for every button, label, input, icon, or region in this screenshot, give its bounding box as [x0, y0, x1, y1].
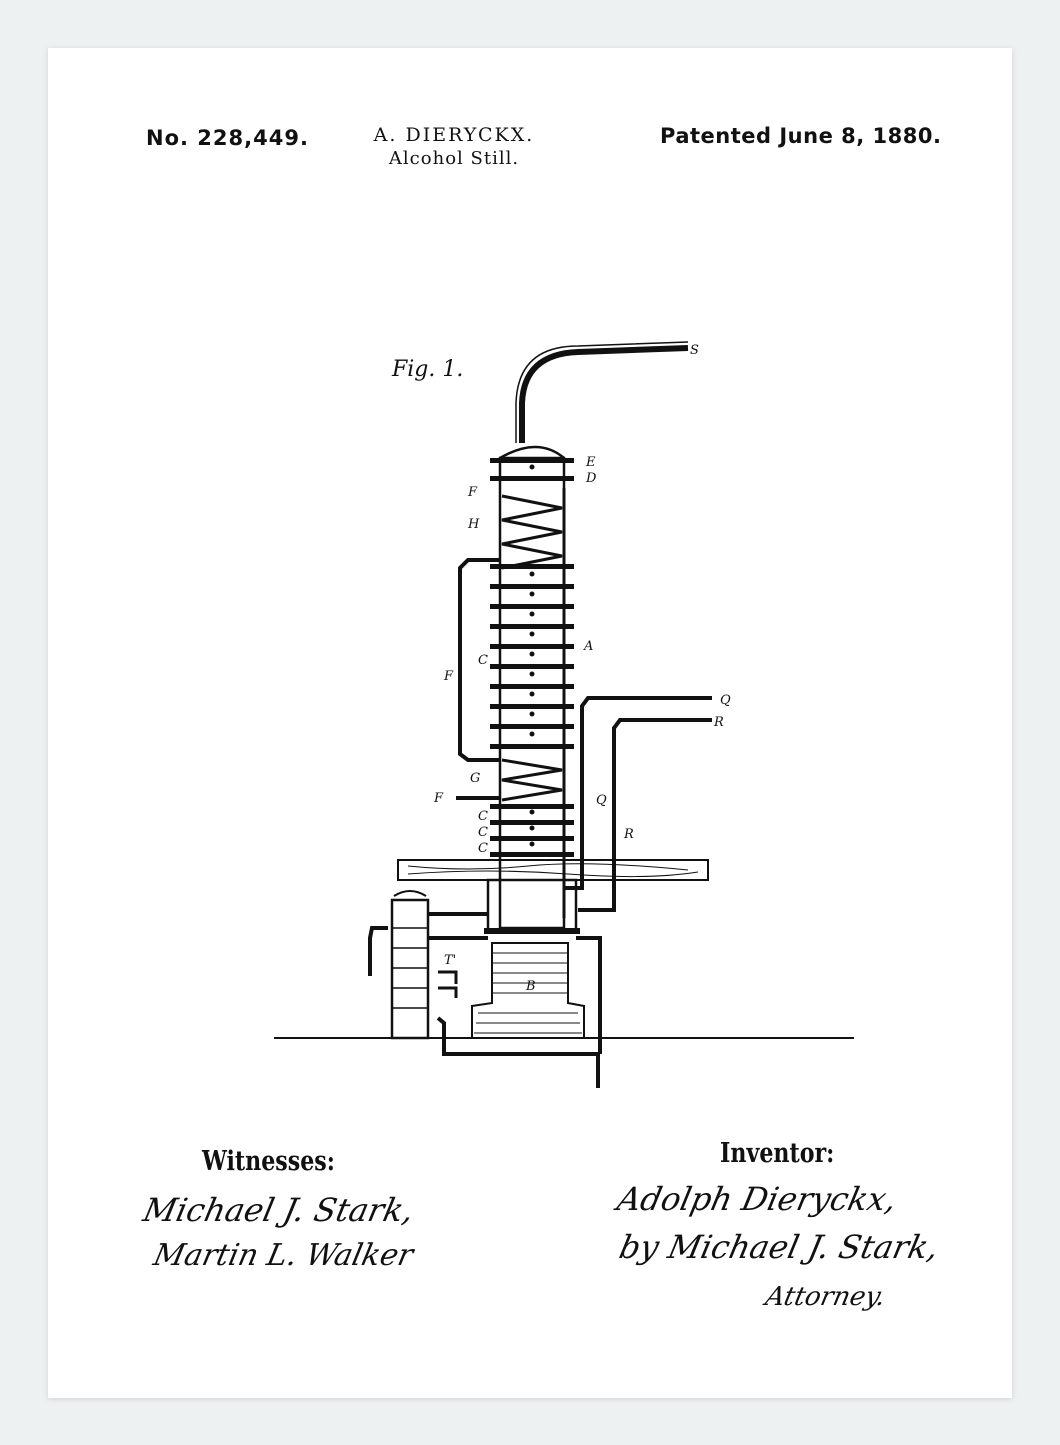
label-c3: C: [478, 825, 488, 840]
patent-date: Patented June 8, 1880.: [660, 124, 942, 148]
label-q-side: Q: [596, 793, 607, 808]
label-b: B: [525, 979, 536, 994]
header-center: A. DIERYCKX. Alcohol Still.: [344, 124, 564, 169]
still-drawing: Fig. 1. S E D F H A C F G F C C C Q R Q …: [274, 341, 854, 1088]
label-r-top: R: [713, 715, 724, 730]
side-tank: [390, 898, 430, 1040]
floor-plank: [397, 859, 709, 881]
column-bolts: [529, 464, 535, 847]
attorney-title: Attorney.: [762, 1282, 889, 1312]
attorney-signature: by Michael J. Stark,: [615, 1228, 943, 1266]
drain-pipe: [436, 1016, 600, 1088]
label-c2: C: [478, 809, 488, 824]
label-f-tap: F: [433, 791, 444, 806]
patent-number: No. 228,449.: [146, 126, 309, 150]
label-e: E: [585, 455, 596, 470]
label-f-pipe: F: [443, 669, 454, 684]
label-c1: C: [478, 653, 488, 668]
label-f-upper: F: [467, 485, 478, 500]
column-flanges: [484, 458, 580, 934]
patent-sheet: No. 228,449. A. DIERYCKX. Alcohol Still.…: [48, 48, 1012, 1398]
label-h: H: [467, 517, 480, 532]
label-a: A: [583, 639, 593, 654]
lower-coil: [501, 758, 563, 802]
r-pipe: [578, 718, 712, 912]
label-g: G: [470, 771, 480, 786]
witness-signature-2: Martin L. Walker: [150, 1238, 417, 1273]
label-r-side: R: [623, 827, 634, 842]
figure-label: Fig. 1.: [391, 357, 463, 382]
inventor-name: A. DIERYCKX.: [373, 124, 535, 146]
vapor-pipe: [519, 345, 689, 443]
column-dome: [499, 445, 565, 460]
label-q-top: Q: [720, 693, 731, 708]
label-t: T': [444, 953, 456, 968]
label-s: S: [690, 343, 699, 358]
label-d: D: [585, 471, 597, 486]
inventor-signature: Adolph Dieryckx,: [613, 1180, 901, 1218]
side-pipe: [458, 558, 500, 762]
inventor-heading: Inventor:: [720, 1138, 835, 1169]
witness-signature-1: Michael J. Stark,: [139, 1191, 418, 1229]
witnesses-heading: Witnesses:: [202, 1146, 335, 1177]
patent-title: Alcohol Still.: [388, 148, 520, 169]
label-c4: C: [478, 841, 488, 856]
upper-coil: [501, 494, 563, 570]
